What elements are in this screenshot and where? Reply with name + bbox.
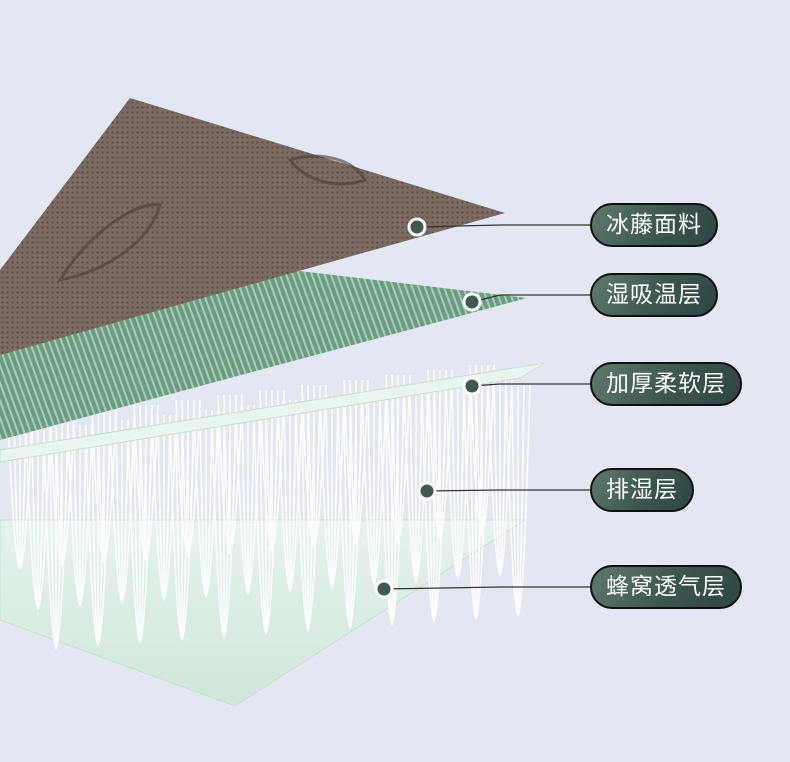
label-ice-rattan-fabric: 冰藤面料 — [590, 203, 718, 247]
leader-line — [383, 586, 592, 590]
moisture-wicking-fibers — [7, 364, 531, 651]
fiber — [211, 419, 237, 638]
fiber — [505, 384, 531, 617]
label-moisture-absorbing-layer: 湿吸温层 — [590, 273, 718, 317]
label-moisture-wicking-layer: 排湿层 — [590, 468, 694, 512]
fiber — [337, 404, 363, 629]
callout-dot — [462, 292, 482, 312]
label-honeycomb-breathable-layer: 蜂窝透气层 — [590, 565, 742, 609]
fiber — [421, 394, 447, 623]
fiber — [43, 439, 69, 650]
leader-line — [426, 489, 592, 492]
callout-dot — [407, 217, 427, 237]
leaf-print — [56, 154, 368, 283]
fiber — [85, 434, 111, 647]
ice-rattan-fabric — [0, 98, 505, 355]
callout-dot — [374, 579, 394, 599]
leader-line — [416, 224, 592, 228]
fiber — [169, 424, 195, 641]
fiber — [253, 414, 279, 635]
label-thick-soft-layer: 加厚柔软层 — [590, 362, 742, 406]
fiber — [295, 409, 321, 632]
fiber — [379, 399, 405, 626]
callout-dot — [417, 481, 437, 501]
callout-dot — [462, 376, 482, 396]
thick-soft-layer — [0, 362, 546, 463]
leader-line — [471, 294, 592, 303]
fiber — [127, 429, 153, 644]
fiber — [463, 389, 489, 620]
leader-line — [471, 383, 592, 387]
